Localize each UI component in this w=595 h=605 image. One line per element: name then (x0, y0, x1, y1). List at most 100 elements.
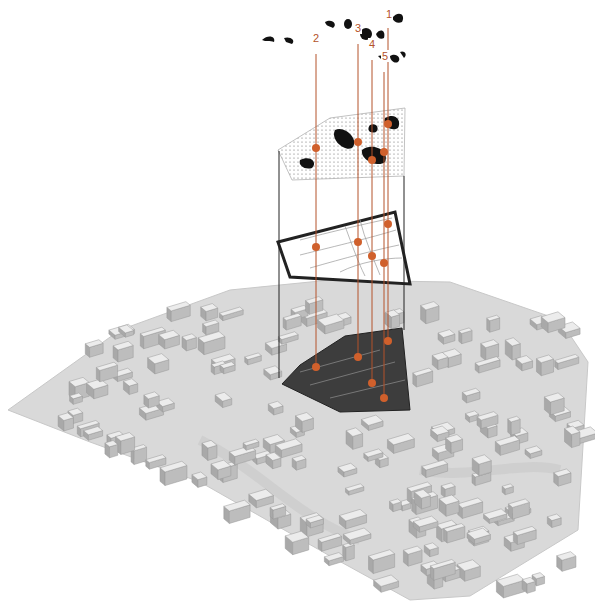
building-block (374, 575, 399, 586)
building-block (505, 338, 520, 346)
building-block (387, 433, 414, 444)
building-block (182, 334, 196, 341)
building-block (201, 304, 218, 312)
building-block (422, 460, 448, 470)
building-block (306, 515, 323, 523)
building-block (343, 528, 371, 540)
building-block (557, 552, 576, 561)
building-block (68, 408, 83, 415)
building-block (58, 413, 73, 421)
dotted-plane (278, 108, 405, 180)
frame-line (279, 151, 280, 378)
building-block (148, 354, 169, 364)
building-block (203, 320, 219, 327)
building-block (268, 401, 283, 408)
terrain-shade (200, 440, 560, 540)
building-block (113, 341, 133, 350)
building-block (467, 528, 490, 539)
building-block (266, 452, 281, 460)
building-block (487, 315, 500, 321)
frame-line (404, 176, 405, 330)
building-block (555, 354, 579, 363)
building-block (146, 455, 166, 463)
building-block (477, 412, 498, 421)
building-block (544, 393, 564, 402)
building-block (324, 553, 343, 561)
building-block (339, 509, 366, 521)
building-block (144, 392, 159, 399)
contours (300, 218, 402, 276)
building-block (547, 514, 561, 521)
building-block (338, 463, 357, 472)
building-block (116, 433, 135, 442)
callout-number: 5 (381, 50, 389, 62)
building-block (361, 415, 383, 425)
building-block (224, 500, 250, 511)
building-block (536, 355, 553, 363)
building-block (565, 426, 580, 434)
building-block (403, 546, 422, 554)
building-block (413, 368, 433, 376)
building-block (70, 393, 83, 399)
building-block (202, 440, 217, 448)
building-block (481, 340, 499, 348)
callout-number: 4 (368, 38, 376, 50)
callout-number: 3 (354, 22, 362, 34)
building-block (484, 509, 507, 519)
building-block (220, 362, 235, 369)
building-block (421, 302, 439, 310)
building-block (364, 449, 383, 457)
building-block (159, 330, 180, 340)
building-block (345, 484, 363, 491)
building-block (278, 332, 298, 340)
building-block (369, 550, 395, 560)
building-block (123, 379, 137, 386)
building-block (472, 455, 491, 464)
callout-number: 1 (385, 8, 393, 20)
building-block (431, 426, 449, 435)
building-block (502, 484, 513, 489)
building-block (432, 352, 448, 360)
building-block (245, 353, 262, 360)
building-block (413, 516, 438, 527)
contour-plane (278, 212, 410, 284)
building-block (211, 460, 231, 470)
building-block (219, 307, 243, 316)
building-block (69, 377, 89, 386)
building-block (346, 428, 363, 437)
building-block (407, 482, 431, 491)
building-block (441, 483, 455, 489)
building-block (318, 314, 344, 326)
building-block (283, 313, 301, 320)
building-block (430, 559, 455, 568)
building-block (516, 356, 533, 364)
building-block (525, 446, 542, 454)
leader-lines (316, 28, 388, 400)
building-block (532, 573, 545, 579)
building-block (424, 543, 438, 550)
building-block (475, 357, 500, 366)
building-block (292, 455, 306, 461)
building-block (318, 533, 342, 542)
building-block (438, 330, 455, 338)
building-block (513, 526, 536, 535)
building-block (105, 441, 118, 447)
buildings (58, 297, 595, 598)
building-block (215, 392, 232, 401)
building-block (270, 504, 286, 510)
building-block (84, 427, 103, 435)
building-block (508, 416, 520, 422)
building-block (296, 412, 314, 421)
building-block (508, 499, 529, 507)
building-block (541, 312, 565, 323)
building-block (439, 495, 459, 505)
building-block (465, 411, 478, 417)
building-block (462, 388, 480, 396)
building-block (249, 489, 274, 500)
building-block (390, 499, 402, 504)
building-block (243, 439, 259, 445)
site (282, 328, 410, 412)
leader-dots (312, 120, 392, 402)
